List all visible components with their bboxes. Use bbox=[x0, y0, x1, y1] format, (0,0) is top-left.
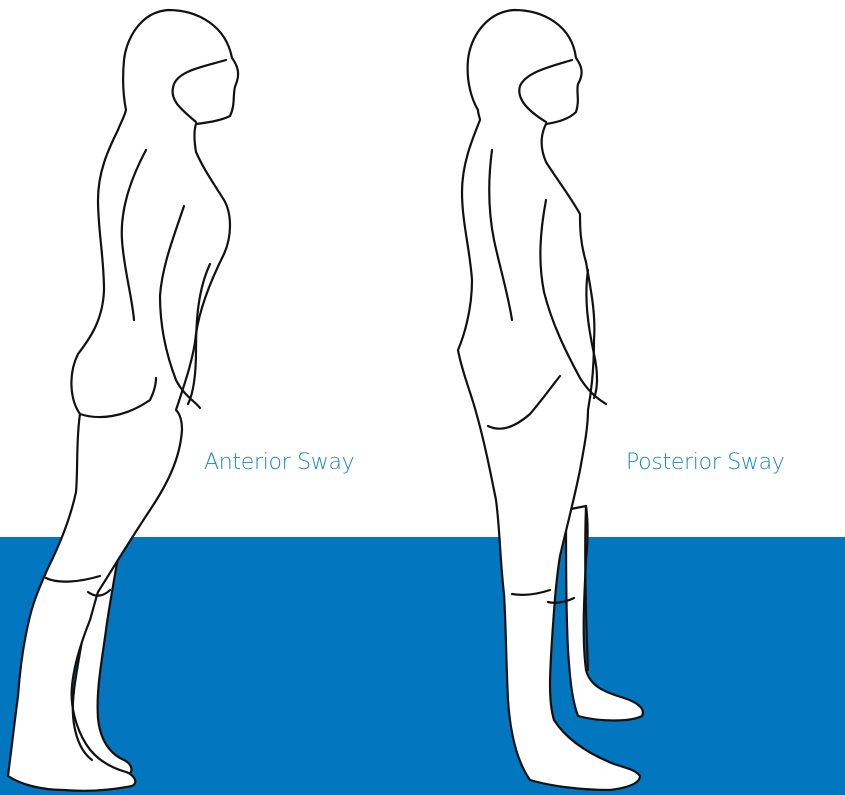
anterior-body bbox=[8, 10, 238, 791]
anterior-sway-figure bbox=[8, 10, 238, 791]
label-anterior-sway: Anterior Sway bbox=[204, 450, 354, 475]
posterior-body bbox=[458, 10, 640, 790]
posterior-back-leg bbox=[566, 506, 643, 721]
posterior-sway-figure bbox=[458, 10, 643, 790]
label-posterior-sway: Posterior Sway bbox=[626, 450, 784, 475]
